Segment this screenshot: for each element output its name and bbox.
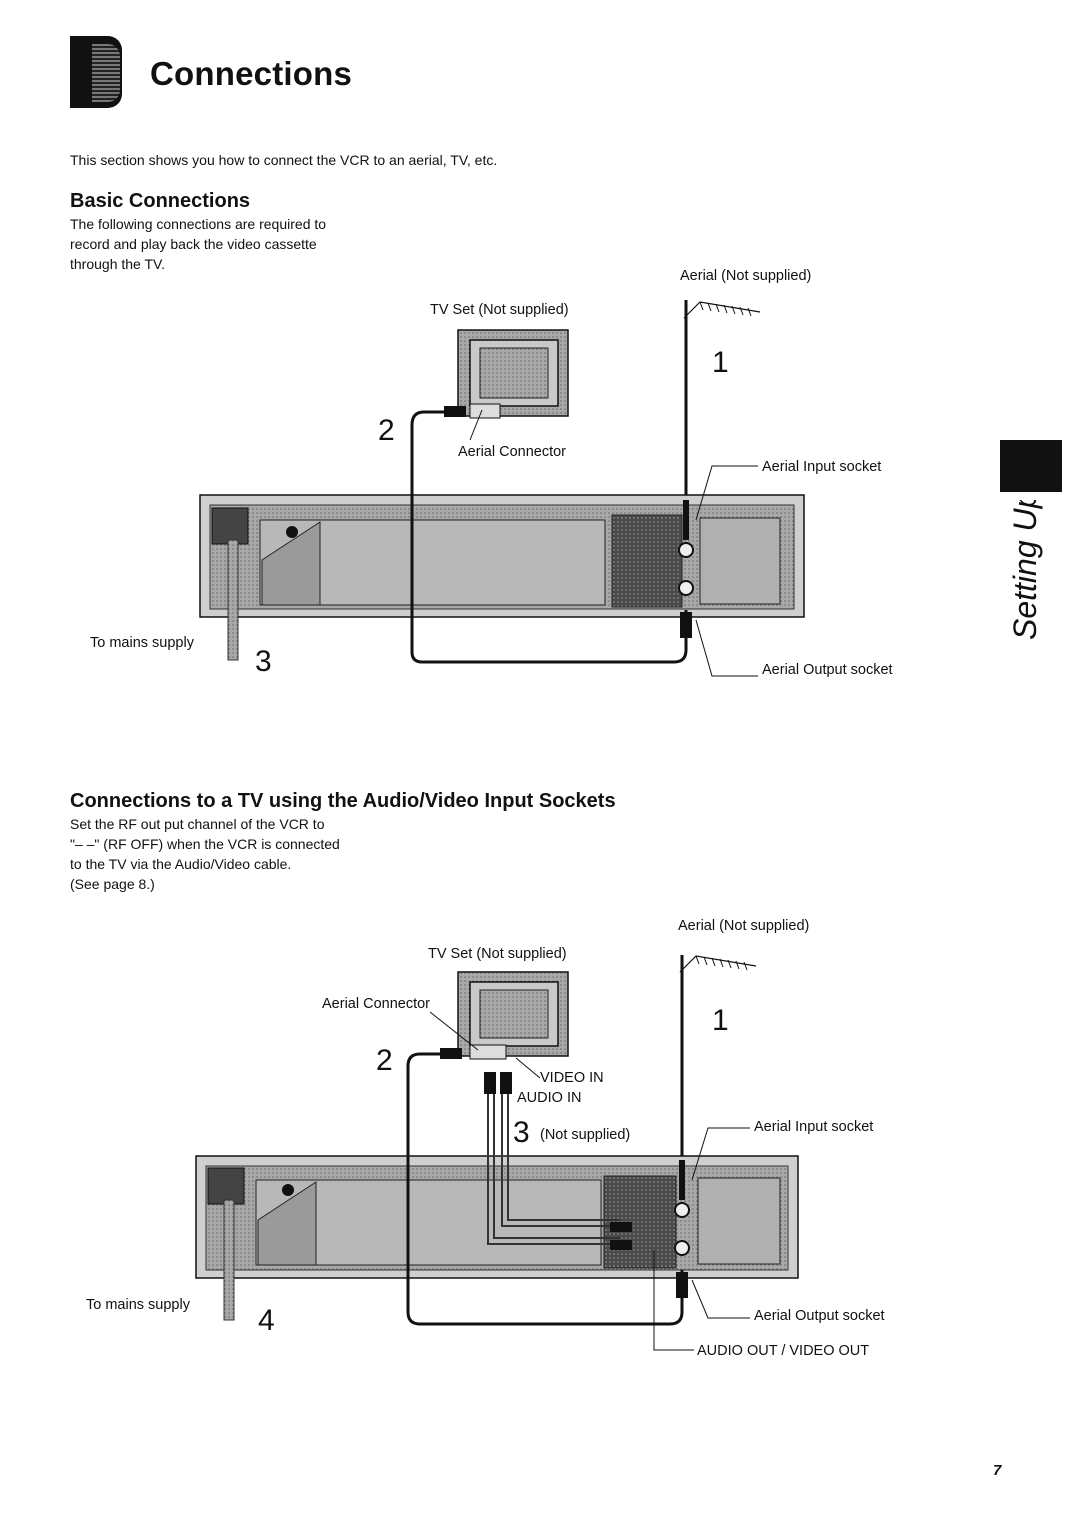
section-marker-shade [92,44,120,102]
av-aerial-connector-label: Aerial Connector [322,996,430,1012]
av-mains-label: To mains supply [86,1297,190,1313]
av-step-4: 4 [258,1304,275,1337]
basic-text-2: record and play back the video cassette [70,236,317,252]
basic-aerial-input-label: Aerial Input socket [762,459,882,475]
basic-aerial-label: Aerial (Not supplied) [680,268,812,284]
tv-set-icon [457,329,569,419]
av-step-3: 3 [513,1116,530,1149]
basic-mains-label: To mains supply [90,635,194,651]
av-vcr-rear-panel [195,1155,799,1279]
page-title: Connections [150,55,353,92]
av-aerial-output-label: Aerial Output socket [754,1308,885,1324]
av-tv-set-icon [457,971,569,1060]
av-step-1: 1 [712,1004,729,1037]
svg-text:Setting Up: Setting Up [1007,500,1043,640]
av-aerial-icon [679,955,757,1160]
basic-aerial-output-label: Aerial Output socket [762,662,893,678]
av-step-2: 2 [376,1044,393,1077]
page-number: 7 [993,1462,1002,1479]
basic-tv-label: TV Set (Not supplied) [430,302,569,318]
av-text-4: (See page 8.) [70,876,155,892]
intro-text: This section shows you how to connect th… [70,152,498,168]
basic-heading: Basic Connections [70,190,251,212]
av-text-2: "– –" (RF OFF) when the VCR is connected [70,836,340,852]
av-audio-in-label: AUDIO IN [517,1090,582,1106]
av-text-3: to the TV via the Audio/Video cable. [70,856,292,872]
av-heading: Connections to a TV using the Audio/Vide… [70,790,616,812]
basic-aerial-connector-label: Aerial Connector [458,444,566,460]
mains-cable [227,539,239,661]
av-audio-video-out-label: AUDIO OUT / VIDEO OUT [697,1343,870,1359]
av-tv-label: TV Set (Not supplied) [428,946,567,962]
aerial-icon [683,300,761,505]
av-aerial-label: Aerial (Not supplied) [678,918,810,934]
av-cable [487,1078,620,1245]
basic-step-2: 2 [378,414,395,447]
basic-text-1: The following connections are required t… [70,216,327,232]
side-tab-block [1000,440,1062,492]
rf-cable [410,410,688,664]
av-aerial-input-label: Aerial Input socket [754,1119,874,1135]
av-not-supplied-label: (Not supplied) [540,1127,631,1143]
av-text-1: Set the RF out put channel of the VCR to [70,816,325,832]
vcr-rear-panel [199,494,805,618]
basic-text-3: through the TV. [70,256,165,272]
av-video-in-label: VIDEO IN [540,1070,604,1086]
basic-connection-diagram [199,300,805,677]
basic-step-1: 1 [712,346,729,379]
av-connection-diagram [195,955,799,1351]
side-tab-label: Setting Up [1007,500,1043,640]
basic-step-3: 3 [255,645,272,678]
